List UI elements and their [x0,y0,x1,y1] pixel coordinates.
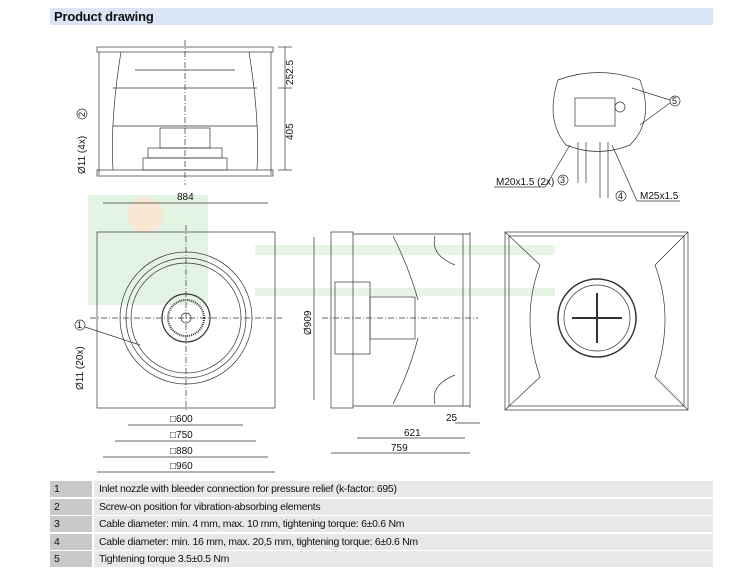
terminal-box-view: M20x1.5 (2x) M25x1.5 3 4 5 [494,72,681,202]
dim-759: 759 [391,443,408,454]
section-title: Product drawing [54,9,154,24]
dim-sq600: □600 [170,414,193,425]
dim-sq880: □880 [170,446,193,457]
legend-number: 1 [50,481,92,497]
legend-text: Screw-on position for vibration-absorbin… [94,498,713,515]
dim-621: 621 [404,428,421,439]
section-header: Product drawing [50,8,713,25]
legend-number: 5 [50,551,92,567]
dim-holes-4x: Ø11 (4x) [77,136,88,174]
dim-25: 25 [446,413,458,424]
dim-405: 405 [285,123,296,140]
side-view: Ø909 25 621 759 [303,231,480,454]
legend-text: Cable diameter: min. 4 mm, max. 10 mm, t… [94,516,713,532]
dim-holes-20x: Ø11 (20x) [75,346,86,390]
dim-sq750: □750 [170,430,193,441]
legend-number: 3 [50,516,92,532]
label-m25: M25x1.5 [640,191,679,202]
legend-number: 2 [50,498,92,515]
top-view: 252.5 405 884 Ø11 (4x) 2 [76,40,296,204]
dim-diameter-909: Ø909 [303,310,314,335]
watermark [88,195,555,305]
front-view: 1 Ø11 (20x) □600 □750 □880 □960 [74,225,282,473]
label-m20: M20x1.5 (2x) [496,177,554,188]
legend-number: 4 [50,533,92,550]
callout-3: 3 [560,175,565,185]
dim-sq960: □960 [170,461,193,472]
back-view [504,231,689,411]
callout-4: 4 [618,191,623,201]
legend-text: Tightening torque 3.5±0.5 Nm [94,551,713,567]
legend-text: Cable diameter: min. 16 mm, max. 20,5 mm… [94,533,713,550]
callout-1: 1 [77,320,82,330]
dim-252-5: 252.5 [285,60,296,85]
callout-2: 2 [77,112,87,117]
legend-text: Inlet nozzle with bleeder connection for… [94,481,713,497]
callout-5: 5 [672,96,677,106]
dim-884: 884 [177,192,194,203]
product-drawing: 252.5 405 884 Ø11 (4x) 2 1 Ø11 (20x) □60… [74,40,689,473]
